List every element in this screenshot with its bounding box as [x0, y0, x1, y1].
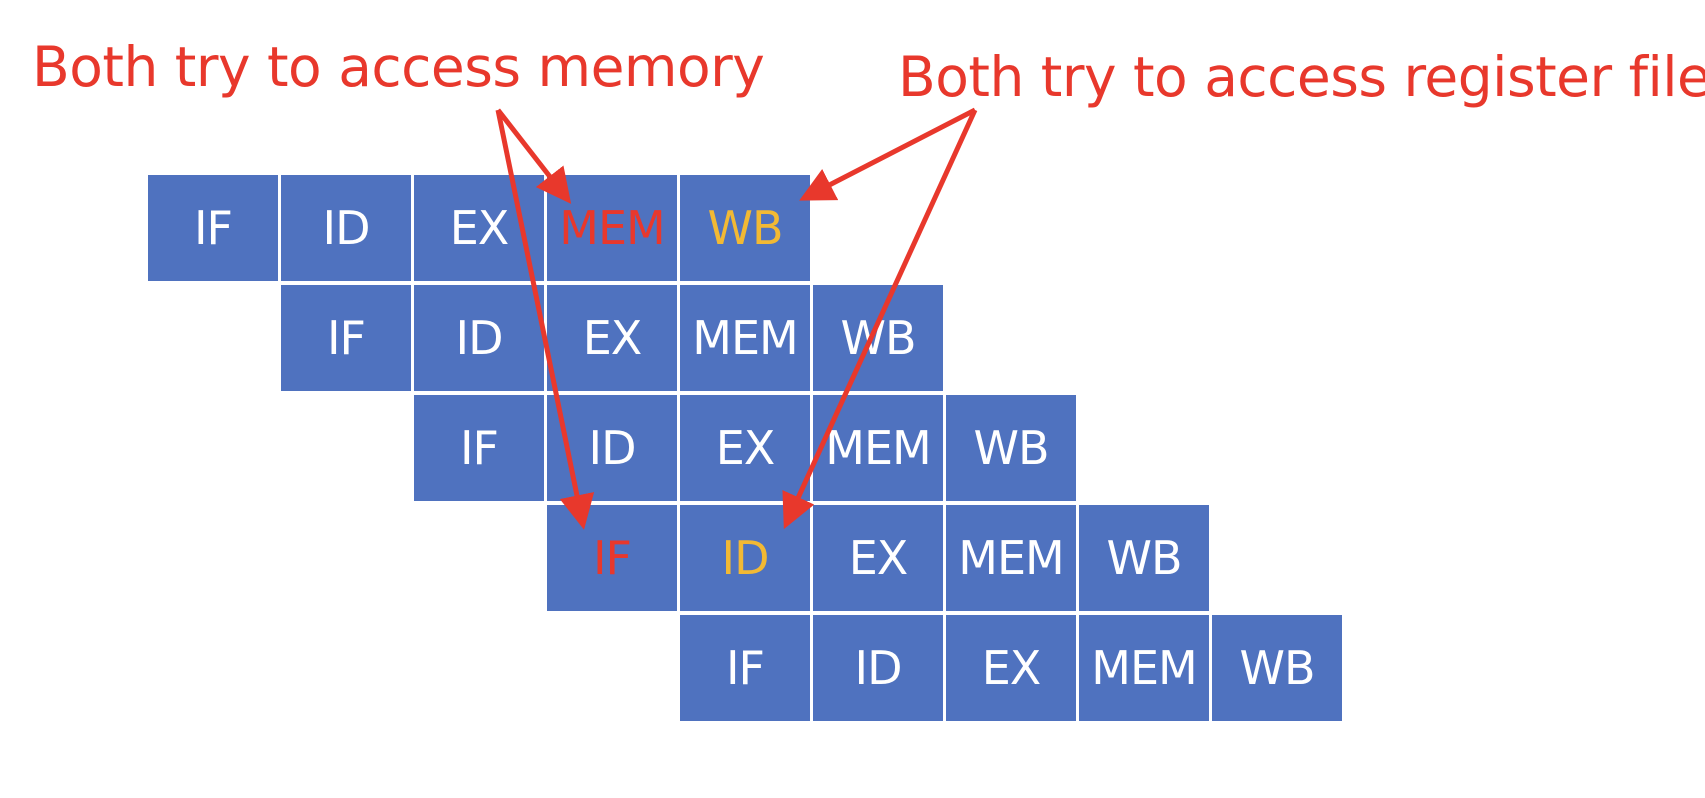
stage-mem-row-3: MEM	[812, 394, 944, 502]
stage-if-row-3: IF	[413, 394, 545, 502]
stage-wb-row-2: WB	[812, 284, 944, 392]
stage-if-row-5: IF	[679, 614, 811, 722]
stage-if-row-2: IF	[280, 284, 412, 392]
stage-if-row-4: IF	[546, 504, 678, 612]
stage-ex-row-5: EX	[945, 614, 1077, 722]
stage-wb-row-5: WB	[1211, 614, 1343, 722]
stage-ex-row-3: EX	[679, 394, 811, 502]
stage-mem-row-1: MEM	[546, 174, 678, 282]
stage-mem-row-2: MEM	[679, 284, 811, 392]
stage-mem-row-4: MEM	[945, 504, 1077, 612]
stage-id-row-2: ID	[413, 284, 545, 392]
stage-id-row-4: ID	[679, 504, 811, 612]
stage-id-row-5: ID	[812, 614, 944, 722]
stage-wb-row-4: WB	[1078, 504, 1210, 612]
stage-if-row-1: IF	[147, 174, 279, 282]
stage-id-row-1: ID	[280, 174, 412, 282]
stage-mem-row-5: MEM	[1078, 614, 1210, 722]
memory-conflict-annotation: Both try to access memory	[32, 35, 765, 99]
stage-ex-row-1: EX	[413, 174, 545, 282]
register-file-conflict-annotation: Both try to access register file	[898, 45, 1705, 109]
stage-id-row-3: ID	[546, 394, 678, 502]
stage-wb-row-3: WB	[945, 394, 1077, 502]
stage-wb-row-1: WB	[679, 174, 811, 282]
stage-ex-row-2: EX	[546, 284, 678, 392]
stage-ex-row-4: EX	[812, 504, 944, 612]
